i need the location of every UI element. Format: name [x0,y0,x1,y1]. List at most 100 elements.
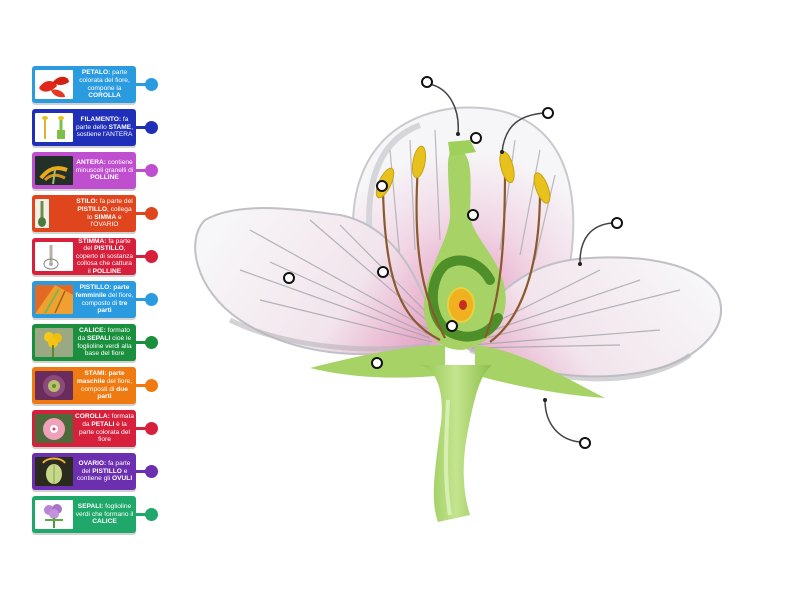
drag-handle-knob[interactable] [145,164,158,177]
connector-stem [136,126,148,129]
pin-sepal-right[interactable] [579,437,591,449]
keyword: COROLLA [88,92,121,100]
label-card-corolla[interactable]: COROLLA: formata da PETALI è la parte co… [32,410,158,447]
text-run: parte colorata del fiore, compone la [79,69,130,92]
pin-anther-top-right[interactable] [542,107,554,119]
keyword: STAMI: parte maschile [76,370,125,385]
pink-flower-thumbnail [35,414,73,443]
label-card-stami[interactable]: STAMI: parte maschile del fiore, compost… [32,367,158,404]
text-run: foglioline verdi che formano il [75,503,134,518]
keyword: STIMMA: [78,237,107,245]
pin-anther-left[interactable] [376,180,388,192]
label-card-filamento[interactable]: FILAMENTO: fa parte dello STAME, sostien… [32,109,158,146]
drag-handle-knob[interactable] [145,293,158,306]
keyword: OVARIO: [78,460,107,468]
label-card-ovario[interactable]: OVARIO: fa parte del PISTILLO e contiene… [32,453,158,490]
keyword: STILO: [76,198,98,206]
label-card-text: FILAMENTO: fa parte dello STAME, sostien… [73,116,136,139]
label-card-text: STAMI: parte maschile del fiore, compost… [73,370,136,400]
text-run: formato da [77,327,130,342]
drag-handle-knob[interactable] [145,422,158,435]
connector-stem [136,212,148,215]
drag-handle-knob[interactable] [145,121,158,134]
pin-stigma[interactable] [470,132,482,144]
keyword: POLLINE [90,174,119,182]
keyword: POLLINE [92,267,122,275]
lily-pistil-thumbnail [35,285,73,314]
label-card-text: STILO: fa parte del PISTILLO, collega lo… [73,198,136,228]
label-card-text: ANTERA: contiene minuscoli granelli di P… [73,159,136,182]
keyword: CALICE [92,518,117,526]
label-card-text: PISTILLO: parte femminile del fiore, com… [73,284,136,314]
petal-left [194,207,442,356]
label-card-calice[interactable]: CALICE: formato da SEPALI cioè le foglio… [32,324,158,361]
text-run: del fiore, composti di [81,377,133,393]
keyword: PISTILLO [92,467,122,475]
pin-petal-right[interactable] [611,217,623,229]
text-run: cioè le foglioline verdi alla base del f… [77,334,132,358]
keyword: PISTILLO [77,205,108,213]
connector-stem [136,298,148,301]
drag-handle-knob[interactable] [145,508,158,521]
label-card-text: CALICE: formato da SEPALI cioè le foglio… [73,327,136,357]
drag-handle-knob[interactable] [145,250,158,263]
keyword: CALICE: [79,327,106,335]
label-card-text: COROLLA: formata da PETALI è la parte co… [73,413,136,443]
pin-style[interactable] [467,209,479,221]
stem [420,365,492,522]
keyword: PETALO: [81,69,111,77]
red-petals-thumbnail [35,70,73,99]
text-run: , sostiene l'ANTERA [76,123,134,139]
keyword: PISTILLO: parte femminile [75,284,130,299]
drag-handle-knob[interactable] [145,207,158,220]
sepal-diagram-thumbnail [35,500,73,529]
ovary [423,140,506,350]
text-run: è la parte colorata del fiore [79,420,130,444]
text-run: del fiore, composto di [81,291,134,307]
label-card-sepali[interactable]: SEPALI: foglioline verdi che formano il … [32,496,158,533]
keyword: STAME [108,123,132,131]
ovary-photo-thumbnail [35,457,73,486]
drag-handle-knob[interactable] [145,336,158,349]
keyword: due parti [97,385,128,401]
text-run: contiene minuscoli granelli di [75,159,134,174]
style-diagram-thumbnail [35,199,73,228]
pin-filament[interactable] [377,266,389,278]
pin-petal-left[interactable] [283,272,295,284]
pin-sepal-left[interactable] [371,357,383,369]
drag-handle-knob[interactable] [145,78,158,91]
connector-stem [136,384,148,387]
anther-photo-thumbnail [35,156,73,185]
keyword: OVULI [112,475,133,483]
drag-handle-knob[interactable] [145,379,158,392]
label-card-stilo[interactable]: STILO: fa parte del PISTILLO, collega lo… [32,195,158,232]
keyword: ANTERA: [76,159,106,167]
pin-stigma-top[interactable] [421,76,433,88]
stamens [381,164,542,343]
connector-stem [136,169,148,172]
text-run: , coperto di sostanza collosa che cattur… [75,245,134,275]
keyword: COROLLA: [75,413,110,421]
keyword: PISTILLO [94,245,124,253]
label-card-stimma[interactable]: STIMMA: fa parte del PISTILLO, coperto d… [32,238,158,276]
text-run: formata da [82,413,134,428]
label-card-antera[interactable]: ANTERA: contiene minuscoli granelli di P… [32,152,158,189]
label-card-pistillo[interactable]: PISTILLO: parte femminile del fiore, com… [32,281,158,318]
label-card-text: OVARIO: fa parte del PISTILLO e contiene… [73,460,136,483]
text-run: , collega lo [87,205,132,221]
petal-right [458,256,723,382]
label-card-text: STIMMA: fa parte del PISTILLO, coperto d… [73,238,136,276]
connector-stem [136,83,148,86]
pin-ovary[interactable] [446,320,458,332]
stamen-diagram-thumbnail [35,113,73,142]
drag-handle-knob[interactable] [145,465,158,478]
flower-diagram [170,60,770,540]
connector-stem [136,427,148,430]
leader-lines [428,83,613,443]
label-card-petalo[interactable]: PETALO: parte colorata del fiore, compon… [32,66,158,103]
keyword: SEPALI [86,334,111,342]
keyword: PETALI [91,420,115,428]
keyword: tre parti [97,299,128,315]
keyword: SIMMA [94,213,117,221]
connector-stem [136,470,148,473]
